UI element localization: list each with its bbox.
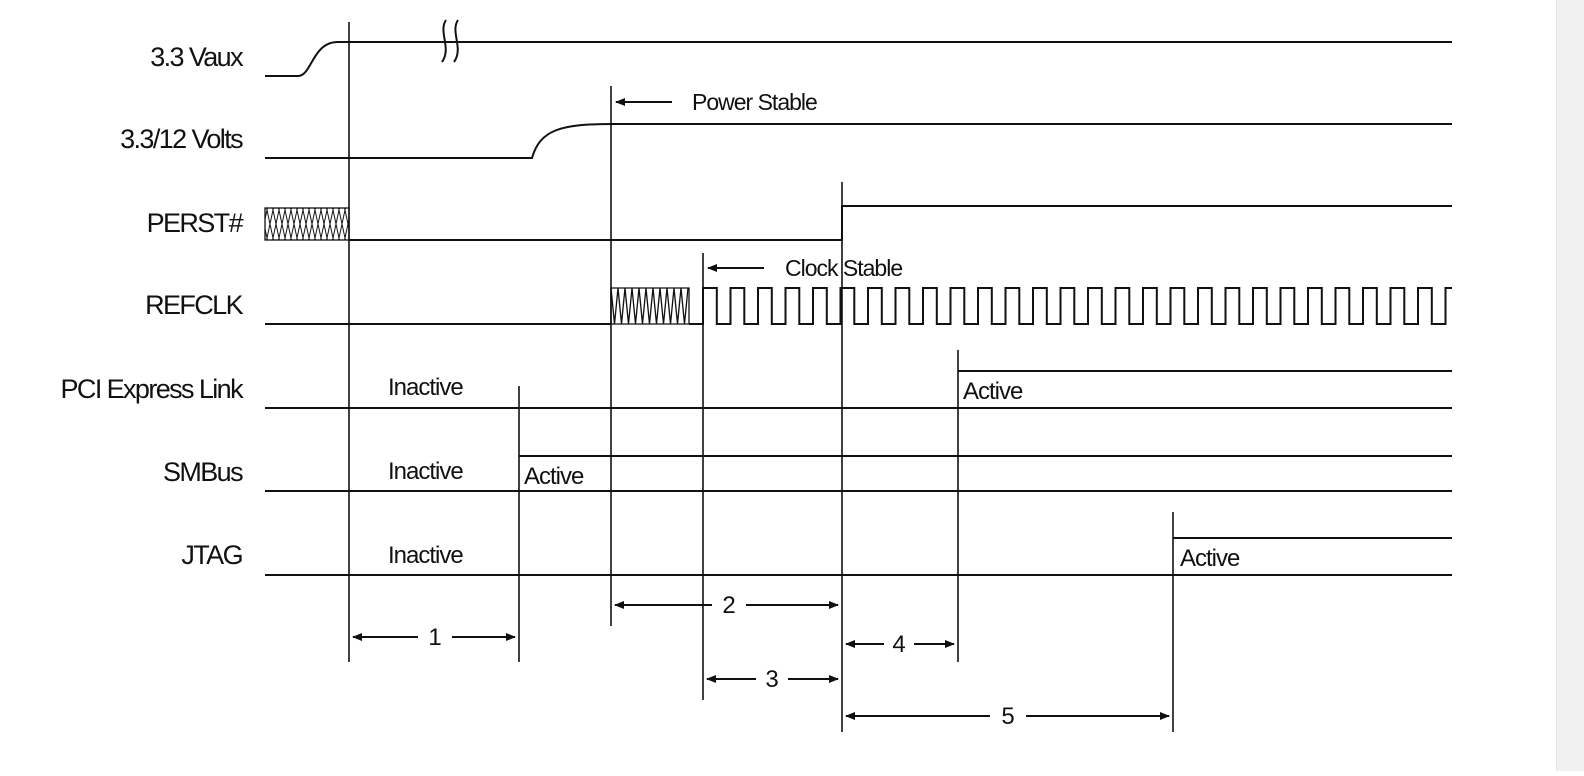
signal-label-pcie: PCI Express Link [61, 374, 245, 404]
pcie-inactive-label: Inactive [388, 374, 463, 401]
signal-label-vaux: 3.3 Vaux [150, 42, 244, 72]
interval-5: 5 [845, 703, 1170, 730]
interval-1: 1 [352, 624, 516, 651]
vaux-waveform [265, 41, 1452, 77]
refclk-unstable-region [610, 287, 690, 325]
refclk-clock-waveform [689, 287, 1452, 325]
smbus-inactive-label: Inactive [388, 458, 463, 485]
interval-2: 2 [614, 592, 839, 619]
break-symbol [441, 19, 459, 63]
volts-waveform [265, 123, 1452, 159]
interval-3-label: 3 [765, 666, 778, 693]
timing-diagram-canvas: 3.3 Vaux 3.3/12 Volts PERST# REFCLK PCI … [61, 19, 1452, 732]
jtag-inactive-label: Inactive [388, 542, 463, 569]
interval-4-label: 4 [892, 631, 905, 658]
perst-unknown-region [264, 207, 350, 241]
perst-waveform [349, 205, 1452, 241]
clock-stable-label: Clock Stable [785, 255, 902, 281]
power-stable-label: Power Stable [692, 89, 817, 115]
signal-label-jtag: JTAG [181, 540, 242, 570]
interval-1-label: 1 [428, 624, 441, 651]
interval-5-label: 5 [1001, 703, 1014, 730]
signal-label-smbus: SMBus [163, 457, 243, 487]
smbus-active-label: Active [524, 463, 584, 490]
jtag-active-label: Active [1180, 545, 1240, 572]
interval-4: 4 [845, 631, 955, 658]
interval-3: 3 [706, 666, 839, 693]
signal-label-volts: 3.3/12 Volts [120, 124, 243, 154]
clock-stable-annotation: Clock Stable [707, 255, 903, 281]
signal-label-perst: PERST# [147, 208, 244, 238]
interval-2-label: 2 [722, 592, 735, 619]
pcie-active-label: Active [963, 378, 1023, 405]
power-stable-annotation: Power Stable [615, 89, 818, 115]
vertical-scrollbar[interactable] [1556, 0, 1584, 771]
signal-label-refclk: REFCLK [145, 290, 244, 320]
